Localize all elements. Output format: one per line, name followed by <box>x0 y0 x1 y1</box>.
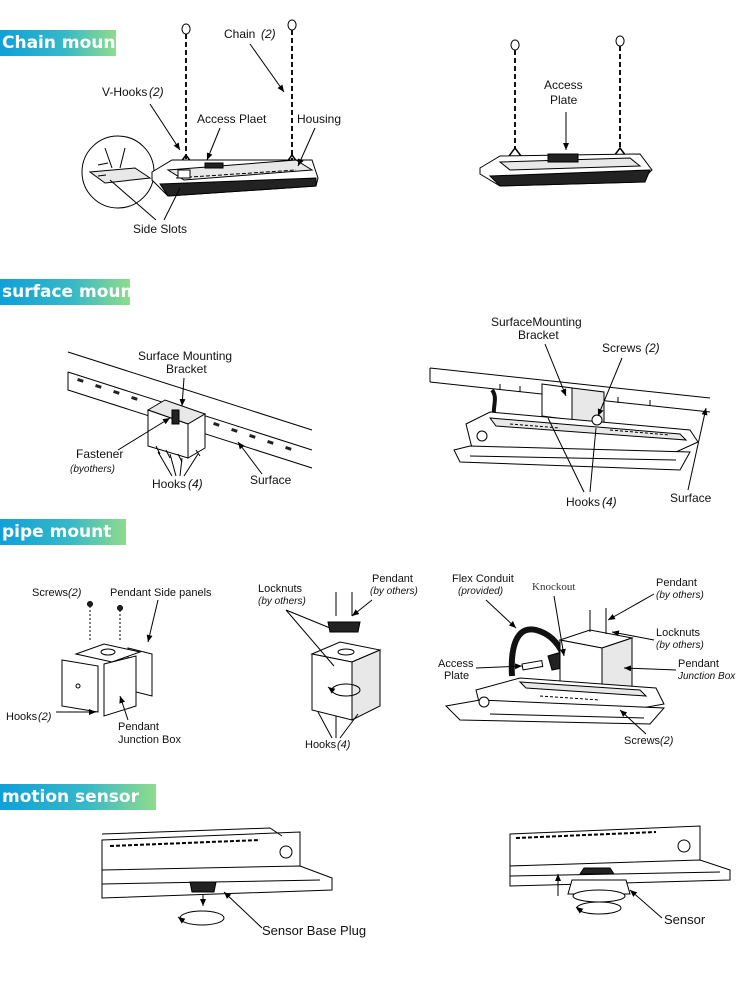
label-flex-conduit: Flex Conduit <box>452 573 514 585</box>
label-pendant-side-panels: Pendant Side panels <box>110 587 212 599</box>
label-pendant-right: Pendant <box>656 577 697 589</box>
chain-mount-fixture-right <box>479 35 653 187</box>
label-pipe-hooks-qty: (2) <box>38 711 52 723</box>
section-banner-surface-mount: surface mount <box>0 279 141 305</box>
label-pendant-junction: Pendant <box>118 721 159 733</box>
label-pendant-by-others: (by others) <box>370 586 418 597</box>
label-housing: Housing <box>297 112 341 126</box>
label-plate: Plate <box>444 670 469 682</box>
label-access: Access <box>544 78 583 92</box>
label-hooks-qty: (4) <box>188 477 203 491</box>
label-fastener: Fastener <box>76 447 123 461</box>
section-banner-pipe-mount: pipe mount <box>0 519 126 545</box>
label-sensor: Sensor <box>664 912 706 927</box>
section-banner-motion-sensor: motion sensor <box>0 784 156 810</box>
label-surface: Surface <box>250 473 292 487</box>
label-bracket-right: Bracket <box>518 328 559 342</box>
label-pendant-right-by-others: (by others) <box>656 590 704 601</box>
label-pipe-screws: Screws <box>32 587 69 599</box>
label-pipe-screws-qty: (2) <box>68 587 82 599</box>
label-v-hooks: V-Hooks <box>102 85 147 99</box>
label-hooks-right: Hooks <box>566 495 600 509</box>
label-surfacemounting: SurfaceMounting <box>491 315 582 329</box>
label-sensor-base-plug: Sensor Base Plug <box>262 923 366 938</box>
label-surface-right: Surface <box>670 491 712 505</box>
pipe-mount-locknut-view <box>310 592 382 721</box>
label-surface-mounting: Surface Mounting <box>138 349 232 363</box>
label-access: Access <box>438 658 474 670</box>
label-knockout: Knockout <box>532 581 575 593</box>
label-provided: (provided) <box>458 586 503 597</box>
label-side-slots: Side Slots <box>133 222 187 236</box>
label-byothers: (byothers) <box>70 464 115 475</box>
label-locknuts-by-others: (by others) <box>258 596 306 607</box>
label-pipe-screws-right-qty: (2) <box>660 735 674 747</box>
label-junction-box-right: Junction Box <box>677 671 736 682</box>
chain-mount-fixture-left <box>81 19 319 209</box>
pipe-mount-assembled-view <box>444 608 666 725</box>
surface-mount-right-drawing <box>429 367 711 471</box>
label-screws: Screws <box>602 341 641 355</box>
label-hooks: Hooks <box>152 477 186 491</box>
label-locknuts: Locknuts <box>258 583 303 595</box>
label-pipe-screws-right: Screws <box>624 735 661 747</box>
label-access-plaet: Access Plaet <box>197 112 267 126</box>
label-chain-qty: (2) <box>261 27 276 41</box>
label-pipe-hooks-4-qty: (4) <box>337 739 351 751</box>
label-plate: Plate <box>550 93 578 107</box>
label-locknuts-right-by-others: (by others) <box>656 640 704 651</box>
label-locknuts-right: Locknuts <box>656 627 701 639</box>
label-bracket: Bracket <box>166 362 207 376</box>
label-screws-qty: (2) <box>645 341 660 355</box>
label-hooks-right-qty: (4) <box>602 495 617 509</box>
motion-sensor-installed-view <box>509 825 731 915</box>
label-junction-box: Junction Box <box>118 734 181 746</box>
pipe-mount-exploded-view <box>61 601 153 717</box>
label-pendant-right-2: Pendant <box>678 658 719 670</box>
motion-sensor-base-plug-view <box>101 827 333 926</box>
section-banner-chain-mount: Chain mount <box>0 30 124 56</box>
label-chain: Chain <box>224 27 255 41</box>
label-v-hooks-qty: (2) <box>149 85 164 99</box>
label-pipe-hooks: Hooks <box>6 711 38 723</box>
surface-mount-left-drawing <box>67 351 313 469</box>
label-pipe-hooks-4: Hooks <box>305 739 337 751</box>
label-pendant: Pendant <box>372 573 413 585</box>
